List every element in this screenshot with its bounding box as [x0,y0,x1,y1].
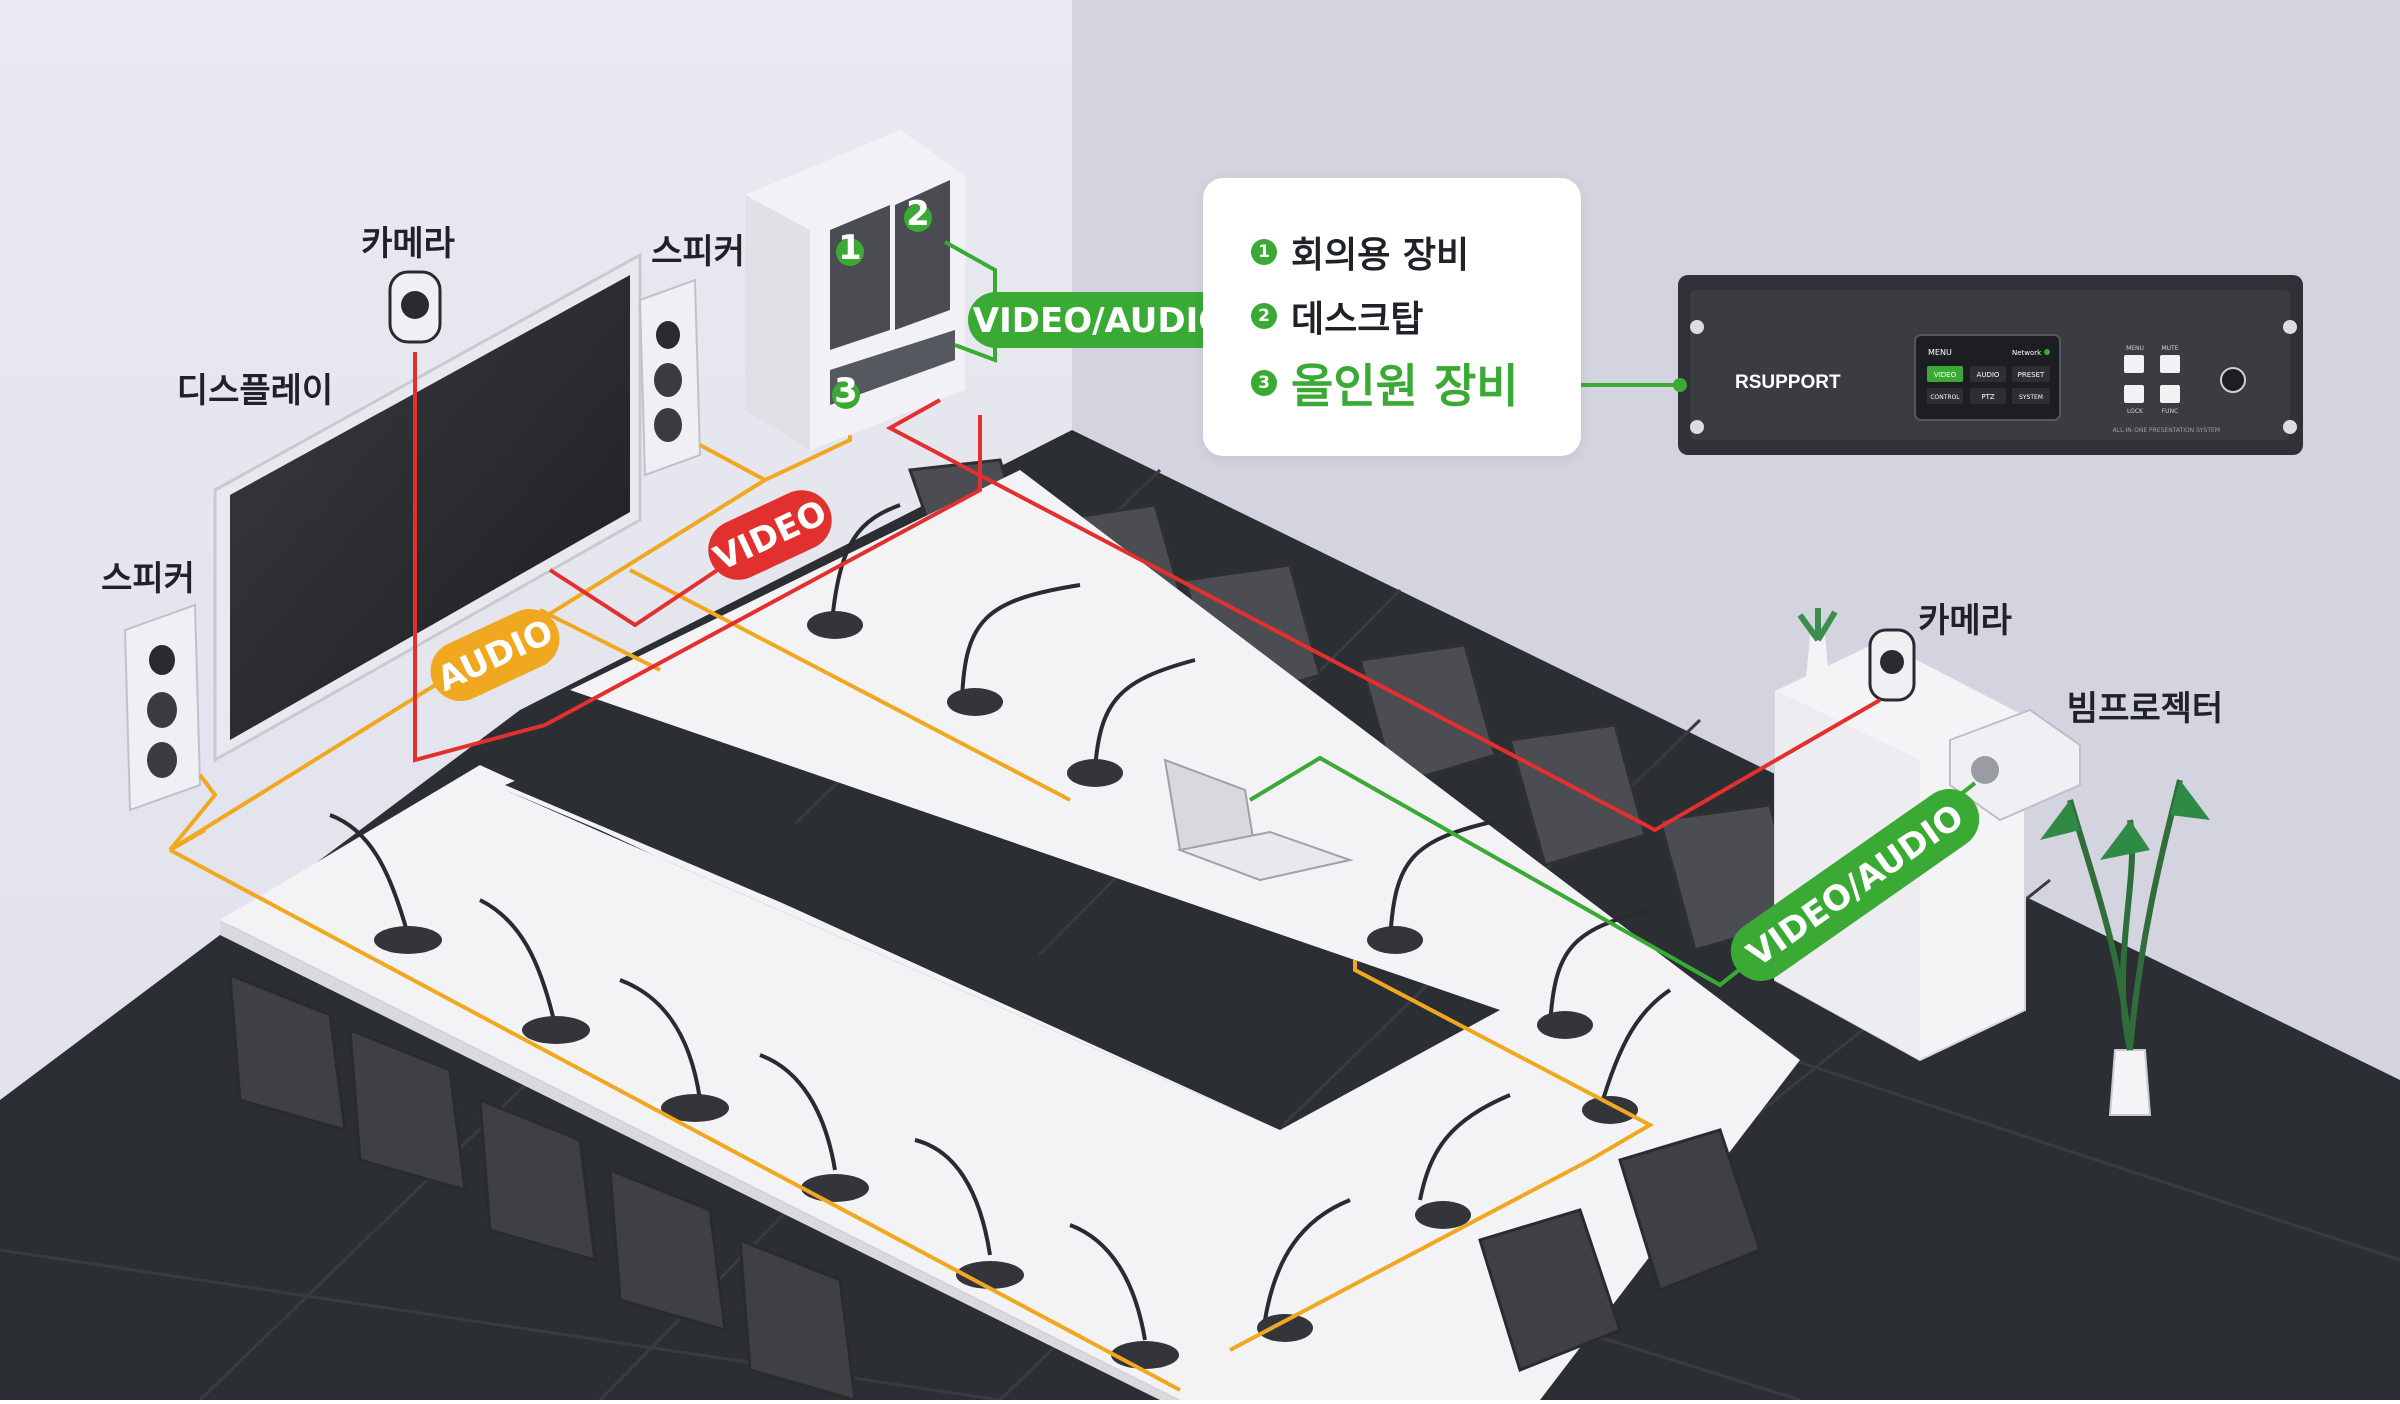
badge-2: 2 [906,194,930,234]
front-chairs [228,972,1762,1403]
label-speaker-left: 스피커 [101,559,195,599]
mic-bases [374,611,1638,1369]
cabinet-badges: 1 2 3 [832,194,932,411]
label-projector: 빔프로젝터 [2067,689,2223,729]
floor [0,430,2400,1400]
device-brand: RSUPPORT [1735,372,1841,393]
badge-3: 3 [834,371,858,411]
display-screen [213,252,642,763]
device-key-func-label: FUNC [2162,408,2179,415]
legend-item-2: 2 데스크탑 [1251,290,1423,342]
speaker-top-unit [638,278,702,477]
legend-item-3: 3 올인원 장비 [1251,350,1519,416]
video-lines [413,352,1882,833]
label-camera-right: 카메라 [1918,601,2012,641]
device-btn-audio: AUDIO [1977,371,2000,379]
all-in-one-device: RSUPPORT MENU Network VIDEO AUDIO PRESET… [1678,275,2303,455]
device-connector-dot [1673,378,1687,392]
device-btn-preset: PRESET [2018,371,2045,379]
svg-text:VIDEO/AUDIO: VIDEO/AUDIO [973,301,1227,341]
device-key-menu-label: MENU [2126,345,2144,352]
table-gap [505,745,1290,1115]
power-icon [2220,367,2246,393]
device-key-mute-label: MUTE [2161,345,2178,352]
legend-item-1: 1 회의용 장비 [1251,226,1469,278]
microphones [329,503,1672,1341]
plant-decor [1797,608,2210,1116]
device-btn-system: SYSTEM [2019,394,2043,401]
camera-left-unit [388,270,442,344]
label-speaker-top: 스피커 [651,232,745,272]
speaker-left-unit [123,603,202,812]
device-screen-network: Network [2012,349,2042,357]
audio-lines [168,435,1655,1392]
device-key-lock-label: LOCK [2127,408,2144,415]
device-btn-ptz: PTZ [1981,393,1994,401]
device-btn-control: CONTROL [1930,394,1960,401]
device-btn-video: VIDEO [1934,371,1957,379]
projector-unit [1949,708,2081,822]
legend-card: 1 회의용 장비 2 데스크탑 3 올인원 장비 [1203,178,1581,456]
camera-right-unit [1868,628,1916,702]
label-display: 디스플레이 [177,371,333,411]
laptop [1163,758,1354,882]
device-caption: ALL-IN-ONE PRESENTATION SYSTEM [2113,427,2220,434]
device-screen-menu: MENU [1928,348,1952,357]
tag-video-audio-top: VIDEO/AUDIO [968,292,1232,348]
label-camera-left: 카메라 [361,224,455,264]
badge-1: 1 [838,228,862,268]
